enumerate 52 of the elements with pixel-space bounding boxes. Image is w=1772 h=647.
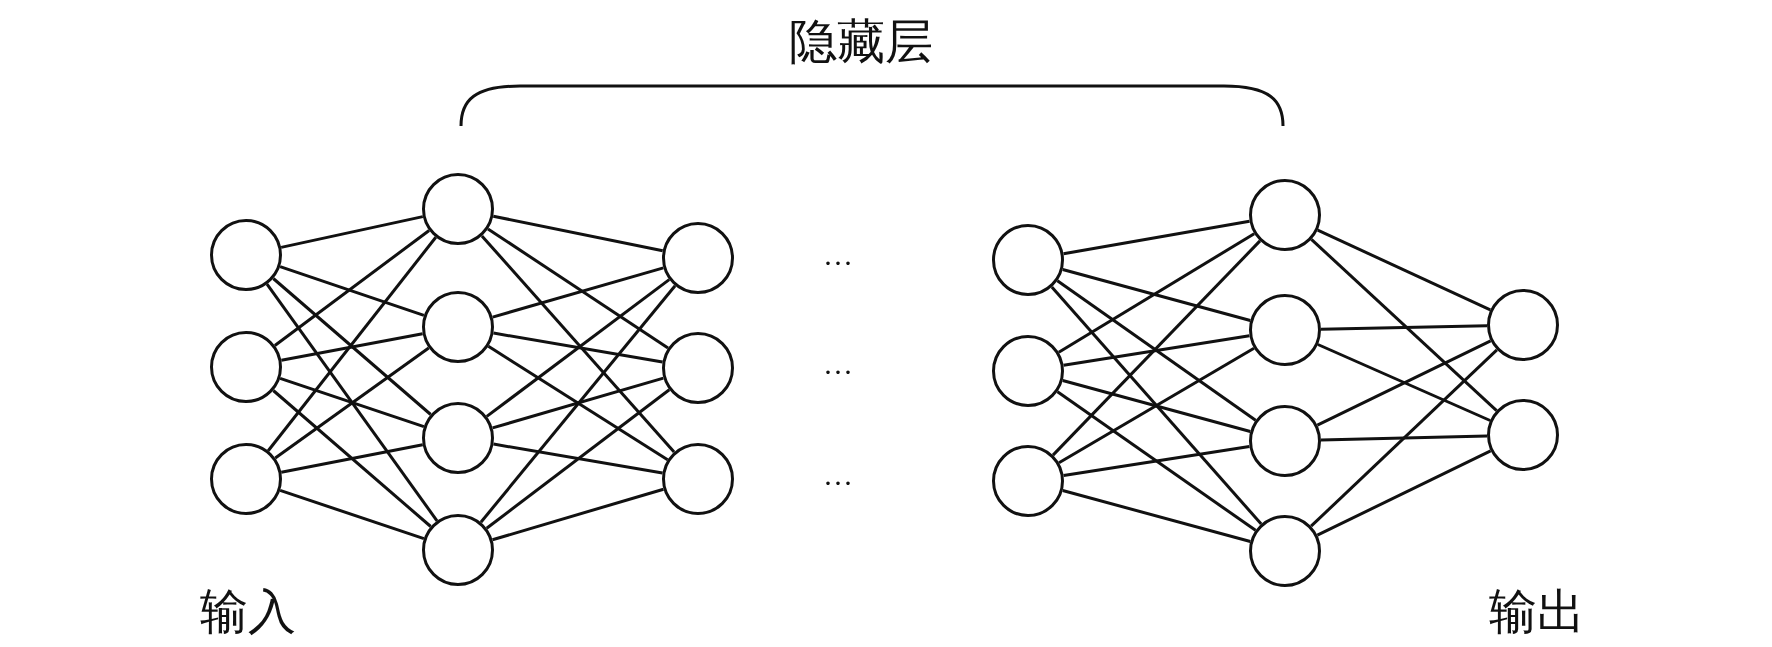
layer-label: 输入 (200, 588, 296, 636)
connection-line (1062, 268, 1251, 322)
connection-line (274, 229, 430, 347)
connection-line (1051, 239, 1262, 457)
connection-line (493, 214, 663, 253)
connection-line (1056, 279, 1257, 422)
connection-line (1316, 449, 1492, 537)
connection-line (1063, 334, 1250, 367)
connection-line (1058, 346, 1255, 465)
connection-line (1063, 445, 1250, 477)
neuron-circle (422, 514, 494, 586)
layer-label: 隐藏层 (789, 18, 933, 66)
connection-line (485, 278, 671, 418)
connection-line (487, 345, 669, 461)
connection-line (267, 236, 437, 452)
connection-line (493, 331, 663, 364)
neuron-circle (422, 173, 494, 245)
connection-line (265, 283, 439, 522)
connection-line (493, 442, 663, 475)
neuron-circle (1249, 179, 1321, 251)
connection-line (272, 277, 432, 416)
connection-line (1063, 219, 1250, 256)
connection-line (1320, 434, 1488, 442)
ellipsis: ··· (823, 468, 853, 498)
connection-line (487, 227, 669, 350)
connection-line (1056, 390, 1257, 532)
connection-line (1310, 238, 1498, 412)
ellipsis: ··· (823, 248, 853, 278)
connection-line (1320, 324, 1488, 331)
layer-label: 输出 (1489, 588, 1585, 636)
connection-line (1062, 379, 1251, 433)
connection-line (492, 376, 664, 430)
connection-line (1317, 228, 1491, 312)
connection-line (479, 284, 677, 524)
connection-line (485, 388, 671, 530)
connection-line (1310, 348, 1498, 528)
connection-line (280, 215, 424, 249)
connection-line (279, 376, 425, 429)
connection-line (279, 488, 425, 541)
connection-line (492, 487, 664, 542)
connection-line (492, 266, 664, 319)
ellipsis: ··· (823, 357, 853, 387)
connection-line (1062, 489, 1251, 543)
neuron-circle (1249, 515, 1321, 587)
connection-line (1058, 232, 1255, 354)
connection-line (274, 346, 430, 460)
connection-line (480, 234, 676, 454)
connection-line (279, 265, 425, 317)
connection-line (281, 332, 423, 362)
connection-line (1050, 286, 1263, 525)
connection-line (281, 443, 423, 474)
connection-line (272, 389, 432, 528)
